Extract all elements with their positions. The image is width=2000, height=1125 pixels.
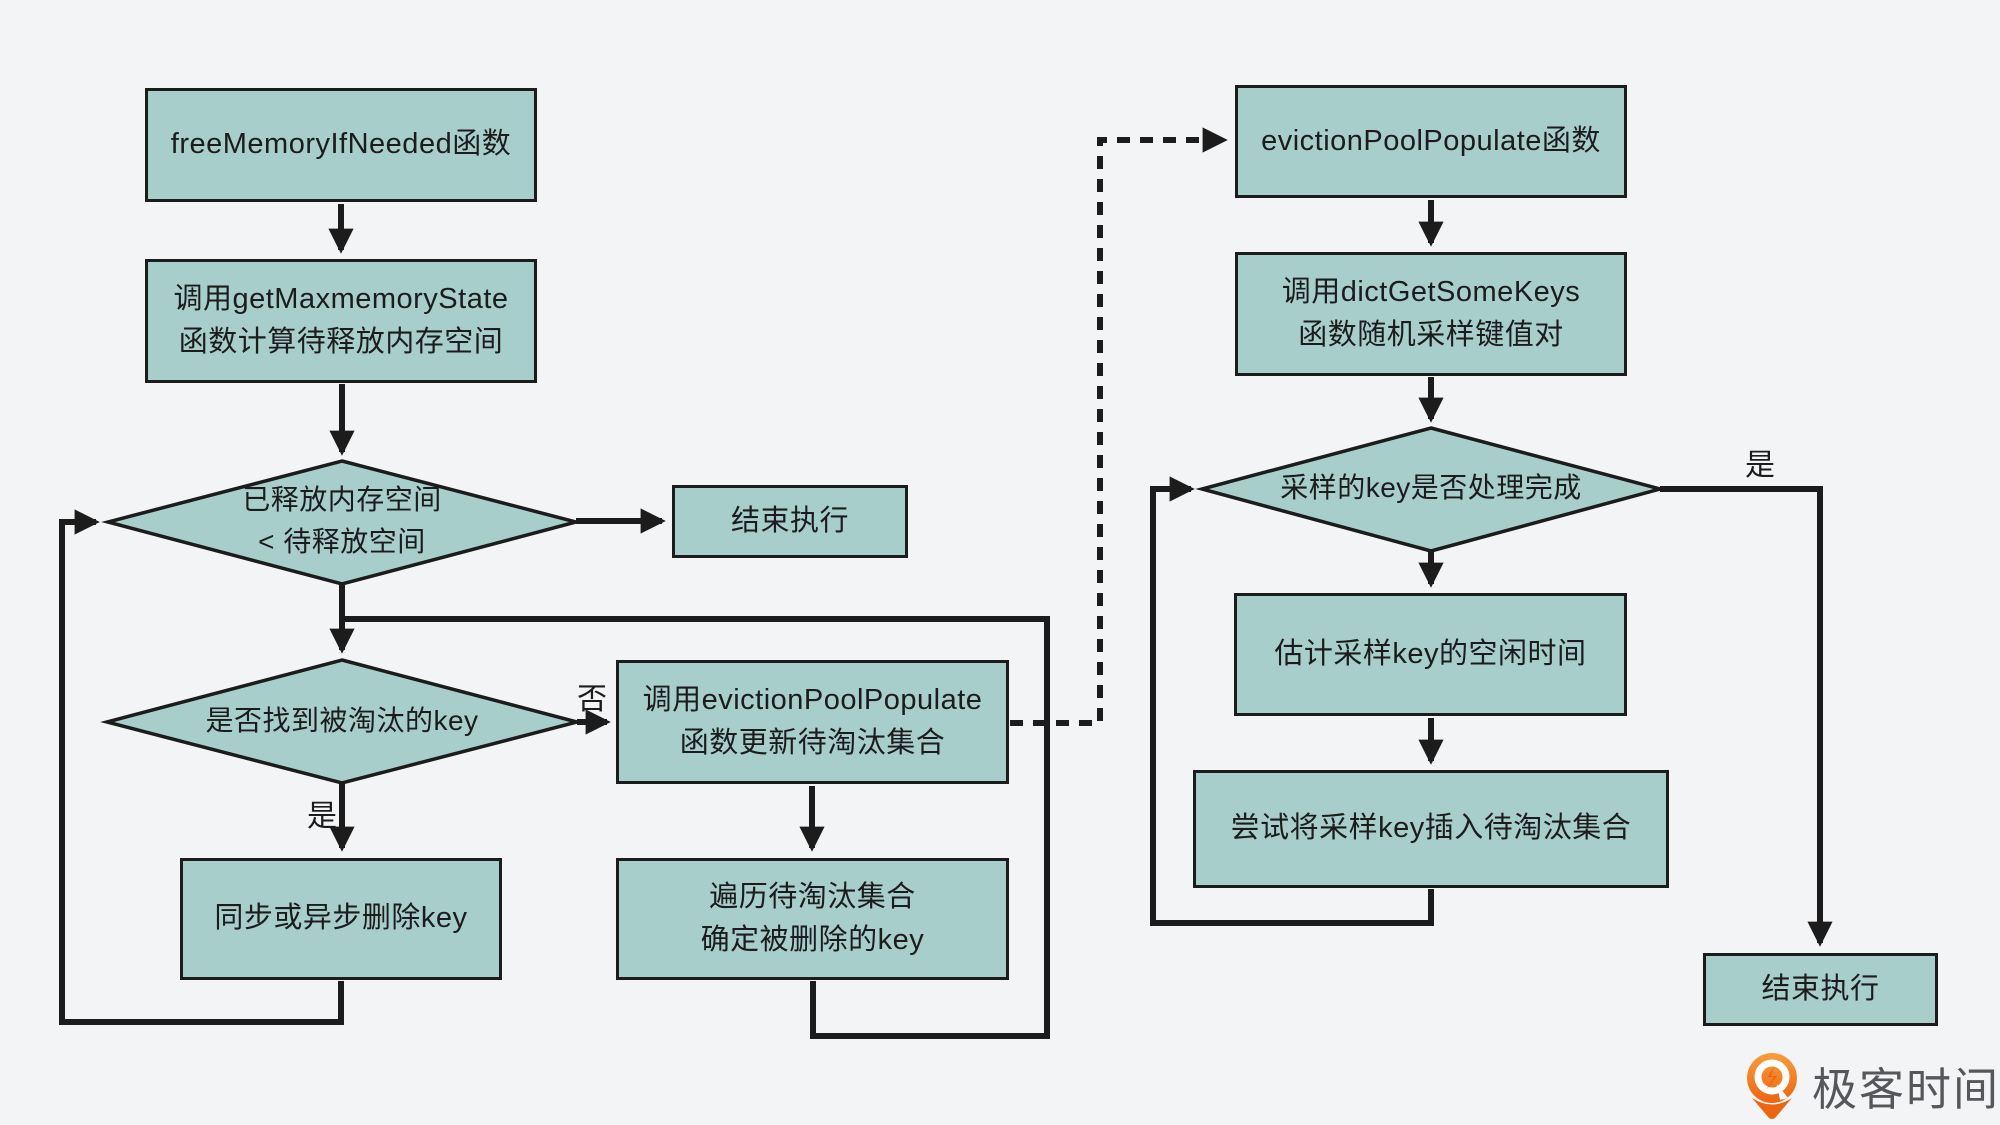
node-insert-pool: 尝试将采样key插入待淘汰集合 [1193, 770, 1669, 888]
node-eviction-pool-populate-fn: evictionPoolPopulate函数 [1235, 85, 1627, 198]
node-dict-get-some-keys-line2: 函数随机采样键值对 [1298, 319, 1564, 351]
node-traverse-pool-line1: 遍历待淘汰集合 [709, 880, 916, 913]
node-get-maxmemory-state: 调用getMaxmemoryState 函数计算待释放内存空间 [145, 259, 537, 383]
node-end-left: 结束执行 [672, 485, 908, 558]
node-free-memory-fn: freeMemoryIfNeeded函数 [145, 88, 537, 202]
edge-traverse-pool-return [342, 616, 1050, 1039]
node-end-right: 结束执行 [1703, 953, 1938, 1026]
edge-insert-loop [1150, 476, 1434, 926]
branch-label-no: 否 [577, 683, 607, 716]
node-get-maxmemory-state-line2: 函数计算待释放内存空间 [178, 326, 504, 358]
node-call-eviction-pool-populate-line2: 函数更新待淘汰集合 [679, 727, 946, 759]
node-call-eviction-pool-populate-line1: 调用evictionPoolPopulate [642, 683, 983, 716]
node-free-memory-fn-label: freeMemoryIfNeeded函数 [170, 128, 512, 161]
node-eviction-pool-populate-fn-label: evictionPoolPopulate函数 [1261, 124, 1601, 157]
node-call-eviction-pool-populate: 调用evictionPoolPopulate 函数更新待淘汰集合 [616, 660, 1009, 784]
node-estimate-idle-label: 估计采样key的空闲时间 [1274, 637, 1587, 670]
node-delete-key-label: 同步或异步删除key [214, 902, 468, 935]
branch-label-yes-left: 是 [307, 800, 337, 833]
node-traverse-pool: 遍历待淘汰集合 确定被删除的key [616, 858, 1009, 980]
node-estimate-idle: 估计采样key的空闲时间 [1234, 593, 1627, 716]
node-traverse-pool-line2: 确定被删除的key [700, 924, 925, 956]
node-dict-get-some-keys-line1: 调用dictGetSomeKeys [1281, 275, 1581, 308]
decision-sample-done-check [1195, 426, 1667, 553]
node-end-left-label: 结束执行 [730, 504, 849, 537]
node-end-right-label: 结束执行 [1761, 972, 1880, 1005]
branch-label-yes-right: 是 [1745, 449, 1775, 482]
edge-samplecheck-yes-to-end [1660, 486, 1833, 947]
node-get-maxmemory-state-line1: 调用getMaxmemoryState [173, 282, 509, 315]
geek-time-logo-text: 极客时间 [1812, 1063, 2000, 1115]
node-delete-key: 同步或异步删除key [180, 858, 502, 980]
edge-dashed-populate-ref [1010, 127, 1228, 726]
geek-time-logo: 极客时间 [1744, 1050, 2000, 1120]
edge-deletekey-loop [59, 509, 344, 1025]
decision-freed-check [101, 459, 583, 586]
geek-time-logo-icon [1747, 1053, 1797, 1119]
node-dict-get-some-keys: 调用dictGetSomeKeys 函数随机采样键值对 [1235, 252, 1627, 376]
node-insert-pool-label: 尝试将采样key插入待淘汰集合 [1230, 812, 1632, 845]
decision-found-key-check [100, 658, 584, 785]
